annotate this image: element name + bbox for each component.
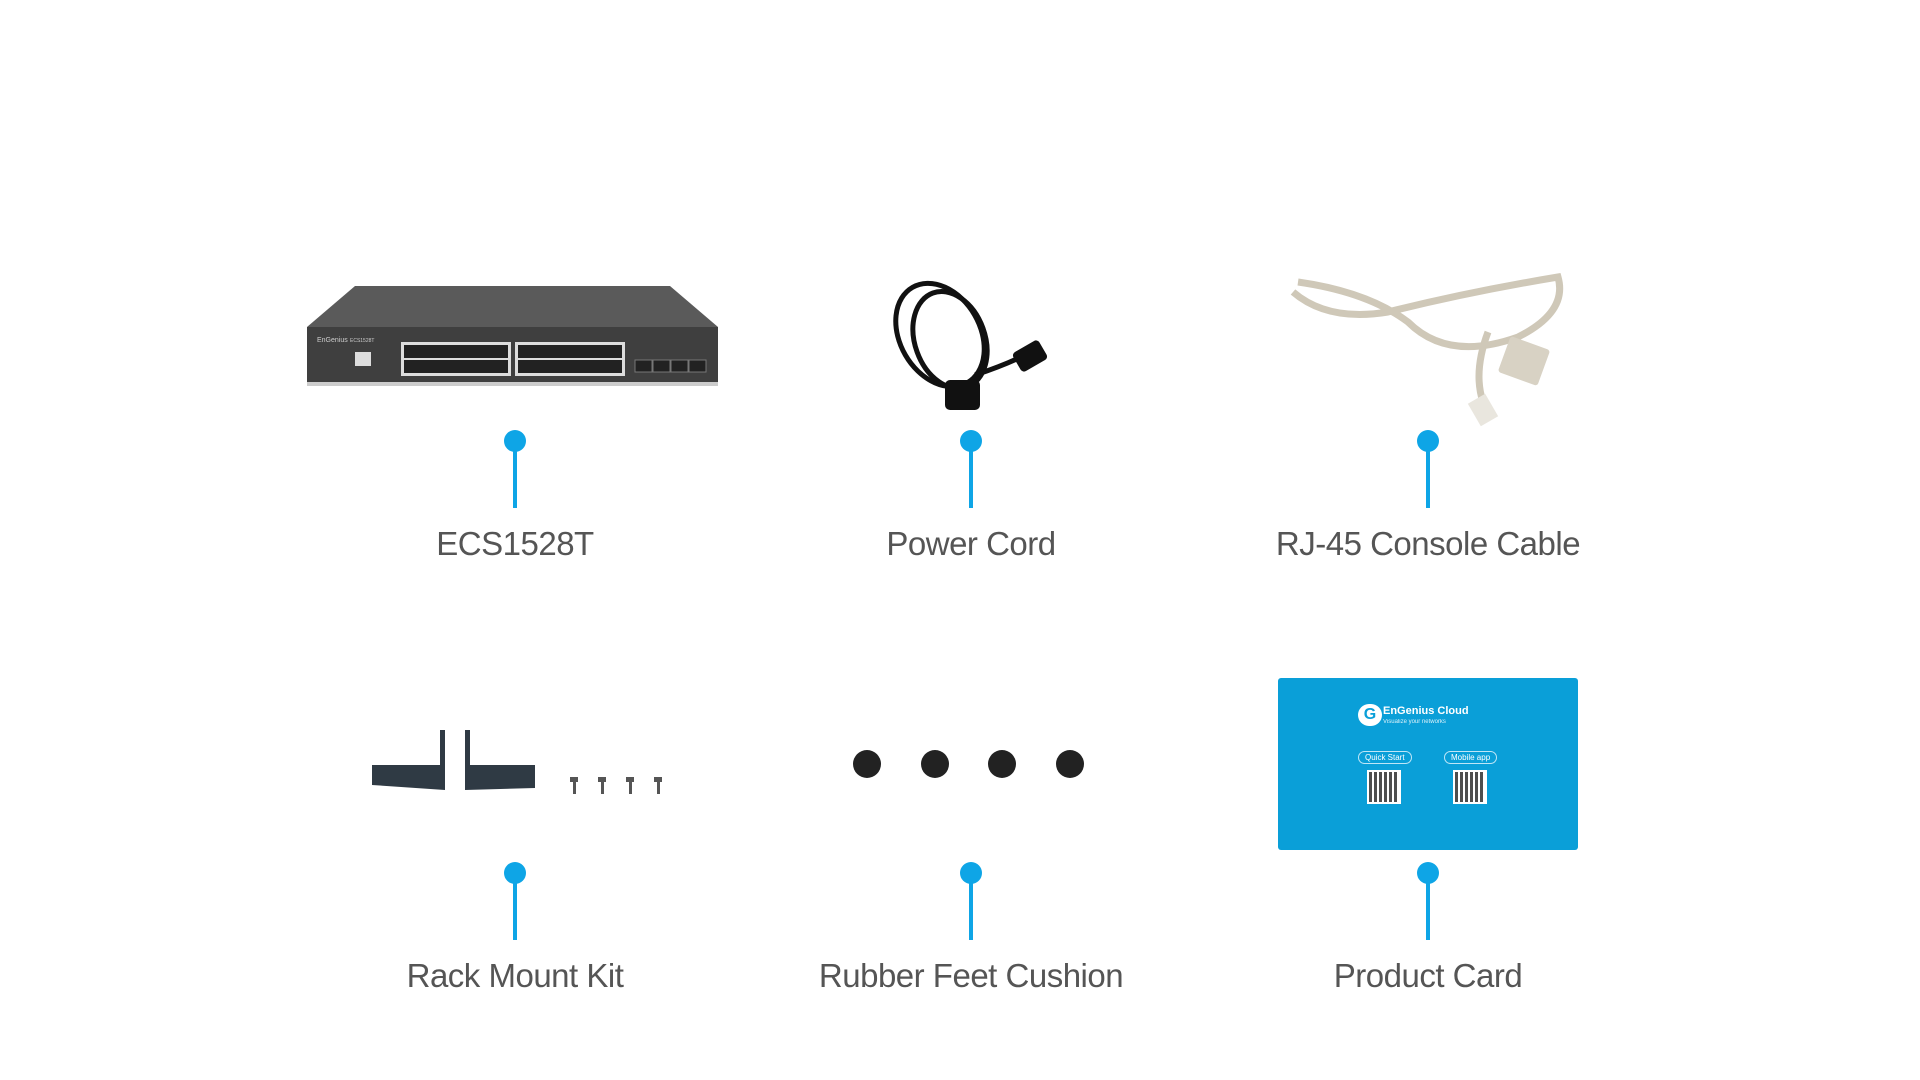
item-label: Product Card bbox=[1333, 957, 1523, 994]
card-brand: EnGenius Cloud bbox=[1383, 705, 1469, 717]
rubber-foot bbox=[853, 750, 881, 778]
pin-line bbox=[969, 441, 973, 508]
pin-line bbox=[1426, 441, 1430, 508]
item-label: Rubber Feet Cushion bbox=[818, 957, 1124, 994]
pin-line bbox=[513, 441, 517, 508]
rack-mount-kit-image bbox=[372, 730, 662, 794]
item-label: Rack Mount Kit bbox=[406, 957, 624, 994]
switch-brand: EnGenius bbox=[317, 337, 348, 344]
card-tagline: Visualize your networks bbox=[1383, 719, 1446, 725]
rubber-foot bbox=[1056, 750, 1084, 778]
rubber-foot bbox=[921, 750, 949, 778]
power-cord-image bbox=[893, 280, 1048, 410]
item-label: RJ-45 Console Cable bbox=[1275, 525, 1581, 562]
item-label: ECS1528T bbox=[436, 525, 594, 562]
pin-line bbox=[513, 873, 517, 940]
switch-model: ECS1528T bbox=[350, 338, 374, 344]
engenius-cloud-logo-icon: G bbox=[1358, 704, 1382, 726]
qr-code-icon bbox=[1367, 770, 1401, 804]
qr-code-icon bbox=[1453, 770, 1487, 804]
pin-line bbox=[1426, 873, 1430, 940]
network-switch-image: EnGenius ECS1528T bbox=[307, 286, 718, 386]
mobile-app-pill: Mobile app bbox=[1444, 751, 1498, 764]
rubber-foot bbox=[988, 750, 1016, 778]
console-cable-image bbox=[1290, 273, 1564, 427]
pin-line bbox=[969, 873, 973, 940]
item-label: Power Cord bbox=[886, 525, 1056, 562]
quick-start-pill: Quick Start bbox=[1358, 751, 1412, 764]
product-card-image: G EnGenius Cloud Visualize your networks… bbox=[1278, 678, 1578, 850]
